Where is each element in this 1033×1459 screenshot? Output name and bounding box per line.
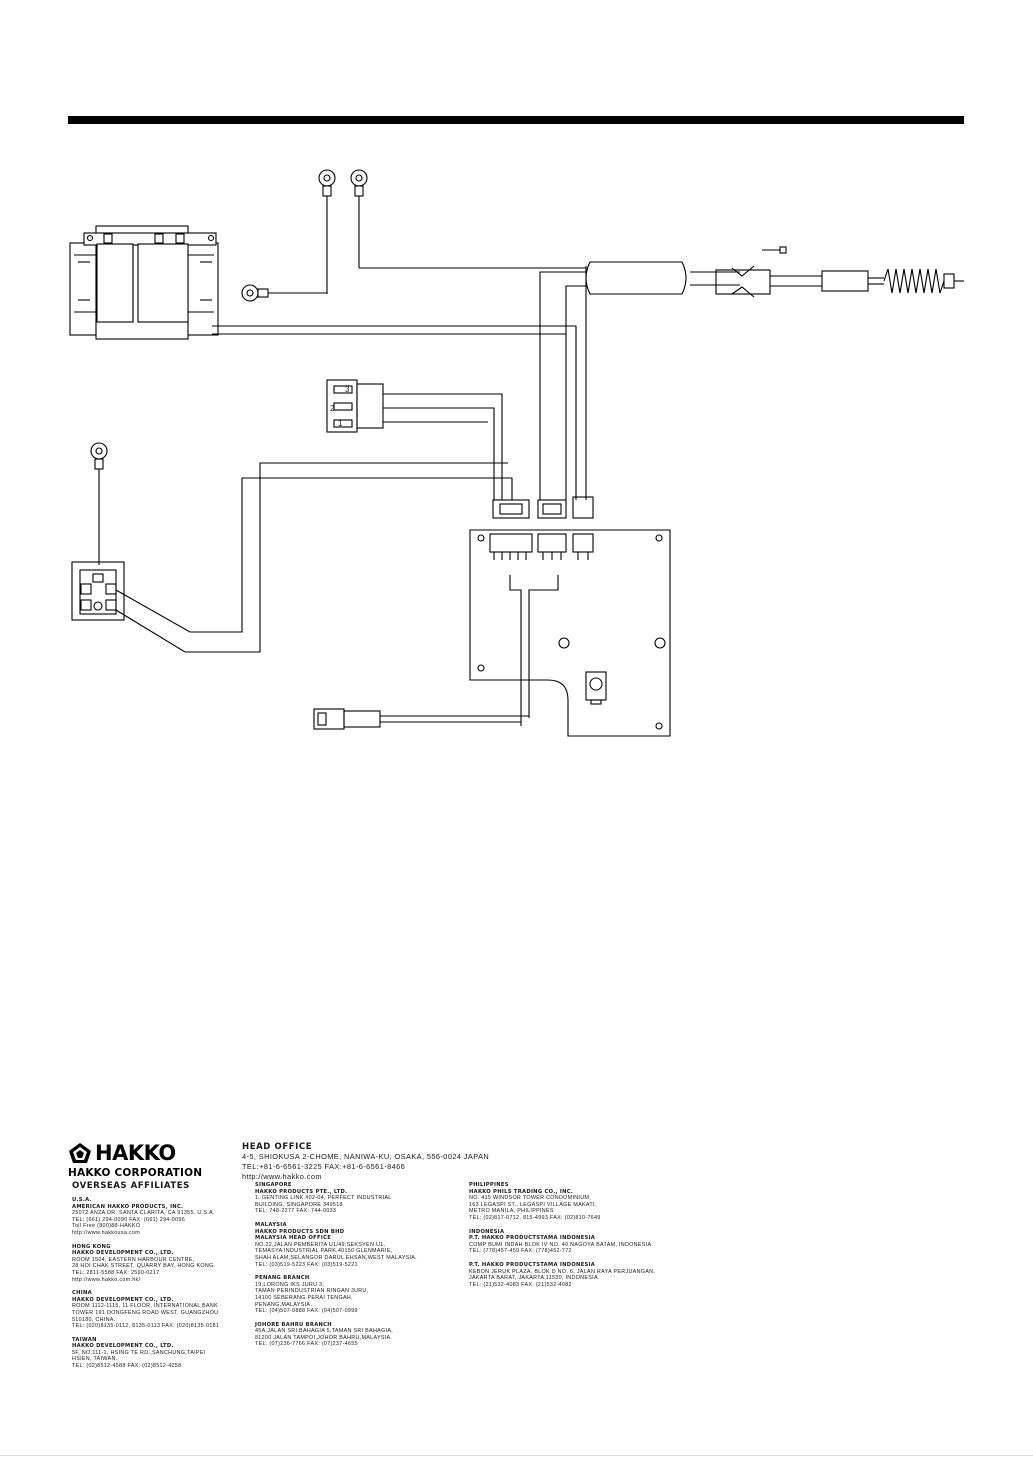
affiliate-country: HONG KONG [72, 1243, 111, 1250]
affiliate-company: AMERICAN HAKKO PRODUCTS, INC. [72, 1203, 184, 1210]
control-pcb [469, 529, 671, 737]
affiliate-detail-line: ROOM 1504, EASTERN HARBOUR CENTRE, [72, 1256, 195, 1263]
wiring-diagram: 3 2 1 [69, 169, 964, 737]
ring-terminal-1 [318, 169, 336, 294]
head-office-phone: TEL:+81-6-6561-3225 FAX:+81-6-6561-8466 [242, 1162, 406, 1171]
affiliate-detail-line: TEL: 2811-5588 FAX: 2590-0217 [72, 1269, 160, 1276]
corporation-name: HAKKO CORPORATION [68, 1167, 203, 1179]
affiliate-detail-line: Toll Free (800)88-HAKKO [72, 1223, 141, 1230]
affiliate-detail-line: NO. 415 WINDSOR TOWER CONDOMINIUM, [469, 1195, 592, 1202]
affiliate-detail-line: 510180, CHINA. [72, 1316, 116, 1323]
affiliate-detail-line: BUILDING, SINGAPORE 349518 [255, 1201, 343, 1208]
affiliate-detail-line: TAMAN PERINDUSTRIAN RINGAN JURU, [255, 1288, 369, 1295]
transformer [69, 225, 219, 340]
head-office: HEAD OFFICE 4-5, SHIOKUSA 2-CHOME, NANIW… [242, 1142, 489, 1182]
affiliate-company: PENANG BRANCH [255, 1275, 310, 1282]
affiliate-detail-line: 163 LEGASPI ST., LEGASPI VILLAGE MAKATI, [469, 1201, 597, 1208]
affiliate-detail-line: 81200 JALAN TAMPOI,JOHOR BAHRU,MALAYSIA. [255, 1334, 393, 1341]
pin-label-2: 2 [330, 404, 335, 413]
affiliate-detail-line: 25072 ANZA DR. SANTA CLARITA, CA 91355, … [72, 1210, 215, 1217]
affiliate-detail-line: TEL: 748-2277 FAX: 744-0033 [255, 1208, 337, 1215]
affiliate-company: HAKKO PHILS TRADING CO., INC. [469, 1188, 574, 1195]
affiliate-detail-line: TEL: (020)8135-0112, 8135-0113 FAX: (020… [72, 1323, 220, 1330]
affiliate-detail-line: KEBON JERUK PLAZA, BLOK D NO. 6, JALAN R… [469, 1268, 656, 1275]
affiliate-detail-line: SHAH ALAM,SELANGOR DARUL EHSAN,WEST MALA… [255, 1254, 417, 1261]
affiliate-company-office: MALAYSIA HEAD OFFICE [255, 1235, 332, 1242]
head-office-address: 4-5, SHIOKUSA 2-CHOME, NANIWA-KU, OSAKA,… [242, 1152, 490, 1161]
affiliate-company: HAKKO DEVELOPMENT CO., LTD. [72, 1250, 174, 1257]
affiliate-country: INDONESIA [469, 1228, 505, 1235]
affiliate-entry: U.S.A.AMERICAN HAKKO PRODUCTS, INC.25072… [72, 1197, 219, 1237]
connector-pin-labels: 3 2 1 [330, 385, 350, 428]
affiliate-detail-line: TOWER 191 DONGFENG ROAD WEST, GUANGZHOU [72, 1309, 219, 1316]
affiliate-country: MALAYSIA [255, 1221, 287, 1228]
affiliate-detail-line: TEMASYA INDUSTRIAL PARK,40150 GLENMARIE, [255, 1248, 393, 1255]
affiliate-company: P.T. HAKKO PRODUCTSTAMA INDONESIA [469, 1261, 596, 1268]
affiliate-detail-line: TEL: (778)457-459 FAX: (778)452-772 [469, 1248, 572, 1255]
affiliate-detail-line: 45A,JALAN SRI BAHAGIA 5,TAMAN SRI BAHAGI… [255, 1328, 394, 1335]
affiliate-detail-line: NO.22,JALAN PEMBERITA U1/49,SEKSYEN U1, [255, 1241, 386, 1248]
affiliate-detail-line: TEL: (661) 294-0090 FAX: (661) 294-0096 [72, 1216, 185, 1223]
affiliate-detail-line: 1, GENTING LINK #02-04, PERFECT INDUSTRI… [255, 1195, 392, 1202]
affiliate-detail-line: METRO MANILA, PHILIPPINES [469, 1208, 554, 1215]
soldering-iron [585, 246, 964, 298]
affiliate-country: TAIWAN [72, 1336, 97, 1343]
footer-rule [0, 1455, 1033, 1456]
ring-terminal-2 [350, 169, 368, 268]
hakko-emblem-icon [69, 1143, 91, 1163]
affiliate-country: SINGAPORE [255, 1182, 292, 1188]
affiliate-detail-line: HSIEN, TAIWAN. [72, 1356, 118, 1363]
head-office-title: HEAD OFFICE [242, 1142, 313, 1152]
affiliate-detail-line: http://www.hakkousa.com [72, 1229, 141, 1236]
affiliate-detail-line: http://www.hakko.com.hk/ [72, 1276, 141, 1283]
affiliate-country: U.S.A. [72, 1197, 92, 1203]
affiliate-detail-line: 5F, NO.111-1, HSING TE RD.,SANCHUNG,TAIP… [72, 1349, 206, 1356]
ground-ring-terminal [241, 284, 327, 302]
sensor-connector [313, 708, 529, 730]
affiliate-company: P.T. HAKKO PRODUCTSTAMA INDONESIA [469, 1235, 596, 1242]
pin-label-1: 1 [338, 419, 343, 428]
affiliates-column-1: U.S.A.AMERICAN HAKKO PRODUCTS, INC.25072… [72, 1197, 219, 1377]
affiliate-detail-line: 14100 SEBERANG PERAI TENGAH, [255, 1294, 353, 1301]
affiliate-detail-line: COMP BUMI INDAH BLOK IV NO. 40 NAGOYA BA… [469, 1241, 654, 1248]
affiliate-company: HAKKO DEVELOPMENT CO., LTD. [72, 1296, 174, 1303]
affiliate-country: CHINA [72, 1290, 92, 1297]
overseas-affiliates-title: OVERSEAS AFFILIATES [72, 1181, 190, 1191]
logo-text: HAKKO [95, 1141, 176, 1165]
affiliate-detail-line: 19,LORONG IKS JURU 3, [255, 1281, 325, 1288]
hakko-logo: HAKKO HAKKO CORPORATION [68, 1141, 228, 1179]
affiliate-detail-line: TEL: (02)817-0712, 815-4993 FAX: (02)810… [469, 1214, 601, 1221]
power-switch [71, 442, 125, 621]
affiliate-detail-line: TEL: (03)519-5223 FAX: (03)519-5221 [255, 1261, 358, 1268]
affiliate-detail-line: 28 HOI CHAK STREET, QUARRY BAY, HONG KON… [72, 1263, 216, 1270]
affiliate-company: HAKKO DEVELOPMENT CO., LTD. [72, 1343, 174, 1350]
header-rule [68, 116, 964, 124]
affiliate-country: PHILIPPINES [469, 1182, 509, 1188]
affiliate-detail-line: TEL: (21)532-4083 FAX: (21)532-4082 [469, 1281, 572, 1288]
affiliate-detail-line: TEL: (07)236-7766 FAX: (07)237-4655 [255, 1341, 358, 1348]
affiliate-detail-line: TEL: (04)507-0888 FAX: (04)507-0999 [255, 1308, 358, 1315]
three-pin-connector [326, 379, 384, 433]
affiliate-detail-line: JAKARTA BARAT, JAKARTA 11530, INDONESIA. [469, 1275, 600, 1282]
affiliate-detail-line: PENANG,MALAYSIA. [255, 1301, 313, 1308]
pin-label-3: 3 [345, 385, 350, 394]
affiliate-detail-line: TEL: (02)8512-4588 FAX: (02)8512-4258 [72, 1363, 182, 1370]
affiliate-company: JOHORE BAHRU BRANCH [255, 1321, 332, 1328]
affiliate-detail-line: ROOM 1112-1115, 11 FLOOR, INTERNATIONAL … [72, 1303, 219, 1310]
affiliate-company: HAKKO PRODUCTS SDN BHD [255, 1228, 345, 1235]
head-office-website: http://www.hakko.com [242, 1172, 322, 1181]
affiliate-company: HAKKO PRODUCTS PTE., LTD. [255, 1188, 348, 1195]
